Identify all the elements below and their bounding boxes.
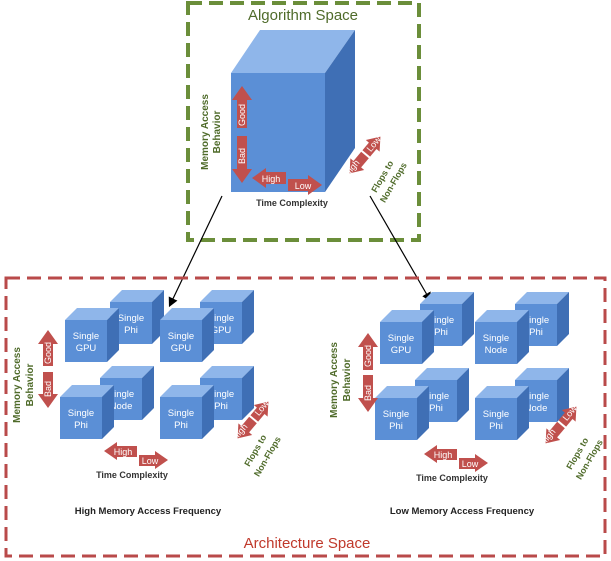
algorithm-cube [231,30,355,192]
cube-label-line1: Single [108,389,134,400]
algo-flops-arrow [349,136,381,174]
algorithm-space-title: Algorithm Space [248,7,358,24]
algo-y-label-line2: Behavior [212,110,223,153]
algo-high-label: High [262,174,281,184]
cube-label-line1: Single [68,408,94,419]
cube-label-line2: Phi [174,420,188,431]
cube-label-line1: Single [428,315,454,326]
cube-label-line2: Phi [74,420,88,431]
right-low-label: Low [462,459,479,469]
algo-good-label: Good [237,104,247,126]
algorithm-space-frame [186,1,421,242]
left-good-label: Good [43,342,53,364]
right-good-bad-arrow [358,333,378,412]
cube-label-line2: Phi [429,403,443,414]
cube-label-line1: Single [523,315,549,326]
cube-label-line2: GPU [211,325,232,336]
cube-label-line1: Single [118,313,144,324]
algo-y-label-line1: Memory Access [200,94,211,170]
right-bad-label: Bad [363,385,373,401]
right-panel-caption: Low Memory Access Frequency [390,506,535,517]
right-y-label-line1: Memory Access [329,342,340,418]
left-y-label-line1: Memory Access [12,347,23,423]
cube-label-line1: Single [168,331,194,342]
right-panel-cubes: SinglePhiSingleGPUSinglePhiSingleNodeSin… [375,292,569,440]
cube-label-line2: Phi [389,421,403,432]
right-good-label: Good [363,345,373,367]
cube-label-line2: Phi [214,401,228,412]
architecture-space-frame [4,276,607,558]
left-flops-arrow [237,401,269,439]
cube-label-line2: Node [525,403,548,414]
cube-label-line2: Node [485,345,508,356]
algo-good-bad-arrow [232,86,252,183]
cube-label-line2: Node [110,401,133,412]
cube-label-line2: GPU [391,345,412,356]
left-flops-low-label: Low [253,398,272,417]
left-panel-caption: High Memory Access Frequency [75,506,222,517]
right-y-label-line2: Behavior [342,358,353,401]
left-good-bad-arrow [38,330,58,408]
left-x-label: Time Complexity [96,470,168,480]
cube-label-line1: Single [383,409,409,420]
architecture-space-title: Architecture Space [244,535,371,552]
cube-label-line2: Phi [529,327,543,338]
left-panel-cubes: SinglePhiSingleGPUSingleGPUSingleGPUSing… [60,290,254,439]
cube-label-line1: Single [73,331,99,342]
right-high-low-arrow [424,445,488,472]
algo-bad-label: Bad [237,148,247,164]
left-bad-label: Bad [43,381,53,397]
cube-label-line1: Single [483,409,509,420]
cube-label-line1: Single [523,391,549,402]
left-y-label-line2: Behavior [25,363,36,406]
cube-label-line2: Phi [489,421,503,432]
connector-arrow-right [369,195,432,303]
connector-arrow-left [168,195,223,308]
left-high-label: High [114,447,133,457]
cube-label-line2: Phi [124,325,138,336]
right-high-label: High [434,450,453,460]
cube-label-line1: Single [208,389,234,400]
left-low-label: Low [142,456,159,466]
cube-label-line2: GPU [76,343,97,354]
cube-label-line2: GPU [171,343,192,354]
cube-label-line1: Single [423,391,449,402]
algo-x-label: Time Complexity [256,198,328,208]
cube-label-line1: Single [388,333,414,344]
right-x-label: Time Complexity [416,473,488,483]
cube-label-line1: Single [168,408,194,419]
cube-label-line2: Phi [434,327,448,338]
algo-low-label: Low [295,181,312,191]
algo-high-low-arrow [252,168,322,195]
cube-label-line1: Single [483,333,509,344]
right-flops-arrow [545,406,577,444]
left-high-low-arrow [104,442,168,469]
cube-label-line1: Single [208,313,234,324]
